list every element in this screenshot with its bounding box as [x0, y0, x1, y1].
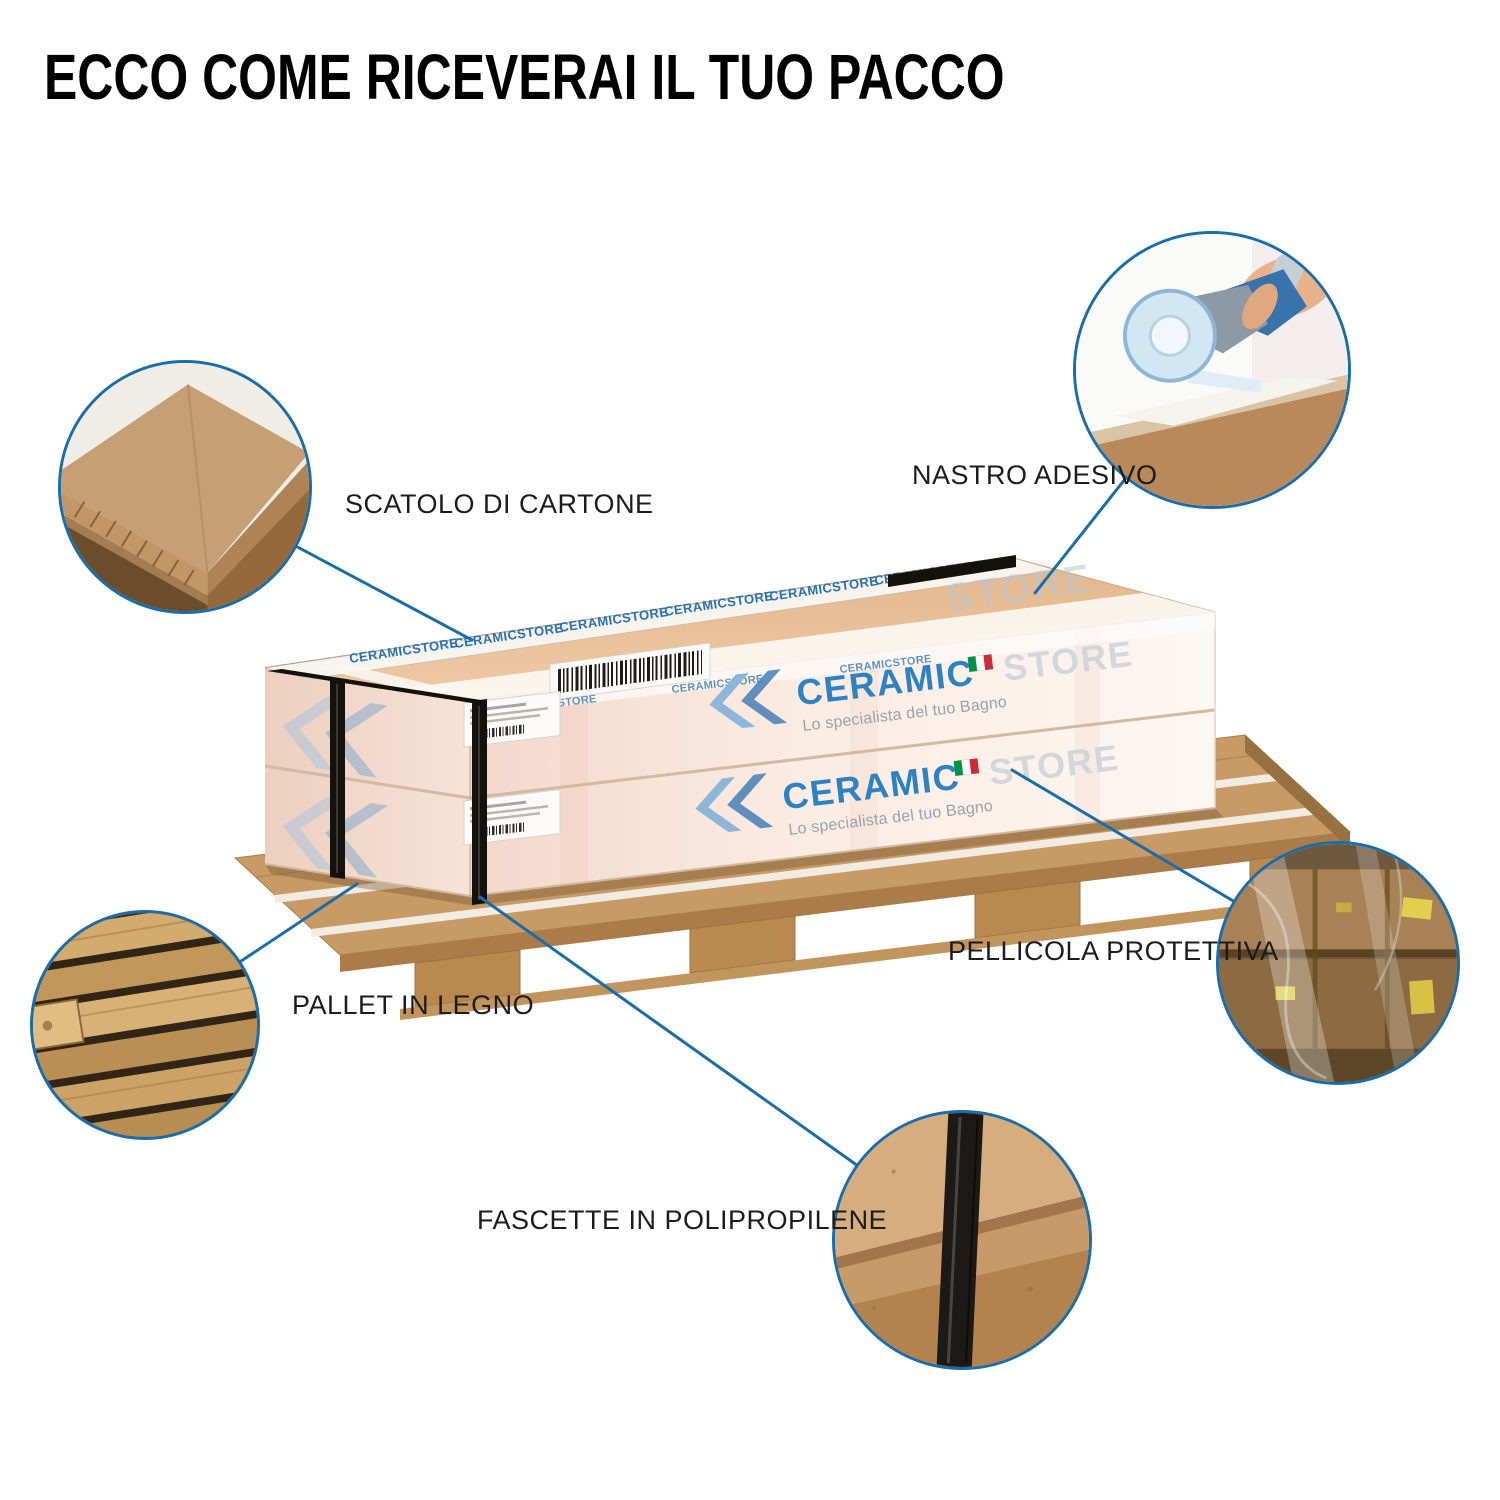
- barcode-label: [549, 642, 711, 701]
- label-fascette-in-polipropilene: FASCETTE IN POLIPROPILENE: [477, 1205, 888, 1235]
- photo-protective-film: [1216, 841, 1460, 1085]
- tape-dispenser-photo-art: [1076, 234, 1348, 506]
- label-nastro-adesivo: NASTRO ADESIVO: [912, 460, 1158, 490]
- photo-wooden-pallet: [30, 910, 260, 1140]
- italy-flag-icon: [967, 654, 994, 672]
- corrugated-edge-texture: [73, 501, 195, 587]
- photo-cardboard-box-corner: [58, 360, 312, 614]
- label-pallet-in-legno: PALLET IN LEGNO: [292, 990, 535, 1020]
- photo-strap-closeup: [832, 1110, 1092, 1370]
- ceramicstore-logo-icon: [709, 669, 788, 729]
- cardboard-photo-art: [61, 363, 309, 611]
- label-scatolo-di-cartone: SCATOLO DI CARTONE: [345, 489, 654, 519]
- photo-tape-dispenser: [1073, 231, 1351, 509]
- package-shadow: [265, 808, 1223, 906]
- label-pellicola-protettiva: PELLICOLA PROTETTIVA: [948, 936, 1279, 966]
- italy-flag-icon: [953, 758, 980, 776]
- ceramicstore-logo-icon: [695, 773, 774, 833]
- protective-film-photo-art: [1219, 844, 1457, 1082]
- polypropylene-straps: [267, 555, 1016, 905]
- wooden-pallet-photo-art: [33, 913, 257, 1137]
- page-title: ECCO COME RICEVERAI IL TUO PACCO: [44, 41, 1005, 113]
- strap-photo-art: [835, 1113, 1089, 1367]
